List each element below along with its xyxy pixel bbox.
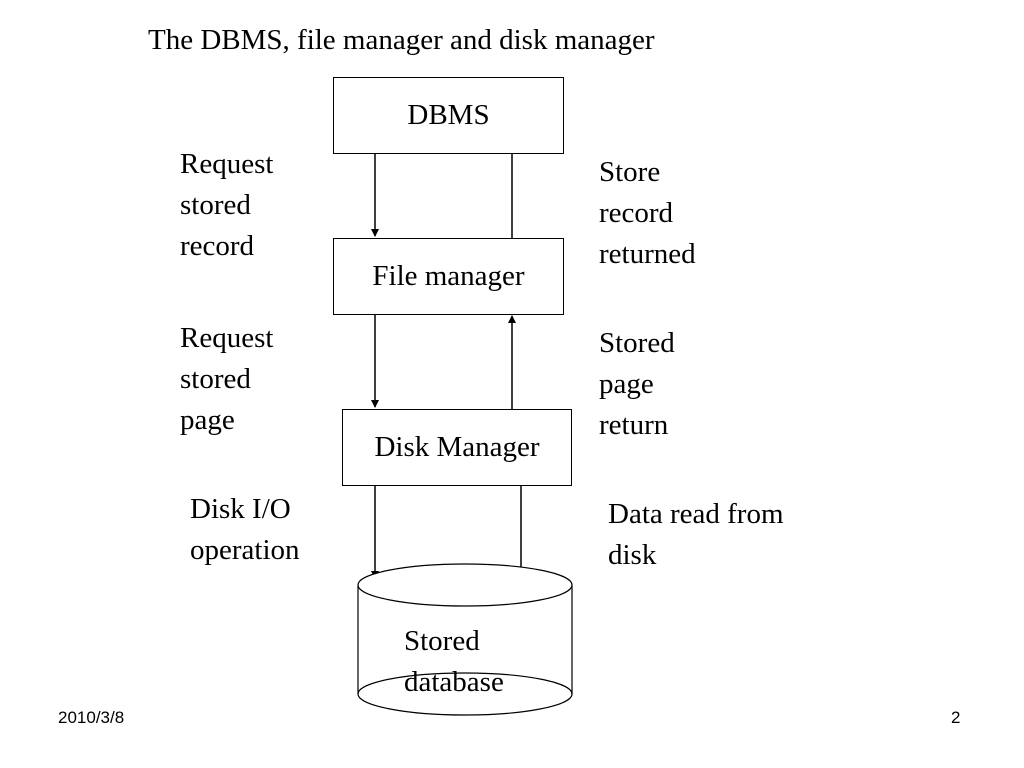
slide-title: The DBMS, file manager and disk manager xyxy=(148,24,655,56)
page-number: 2 xyxy=(951,708,961,727)
stored-database-label: Stored database xyxy=(404,625,504,698)
request-stored-record-label: Request stored record xyxy=(180,148,274,262)
store-record-returned-label: Store record returned xyxy=(599,156,696,270)
database-cylinder xyxy=(357,563,573,716)
dbms-label: DBMS xyxy=(407,99,490,131)
disk-manager-box: Disk Manager xyxy=(342,409,572,486)
stored-page-return-label: Stored page return xyxy=(599,327,675,441)
dbms-box: DBMS xyxy=(333,77,564,154)
request-stored-page-label: Request stored page xyxy=(180,322,274,436)
data-read-from-disk-label: Data read from disk xyxy=(608,498,784,571)
disk-io-operation-label: Disk I/O operation xyxy=(190,493,300,566)
file-manager-box: File manager xyxy=(333,238,564,315)
file-manager-label: File manager xyxy=(372,260,525,292)
disk-manager-label: Disk Manager xyxy=(374,431,540,463)
footer-date: 2010/3/8 xyxy=(58,708,125,727)
